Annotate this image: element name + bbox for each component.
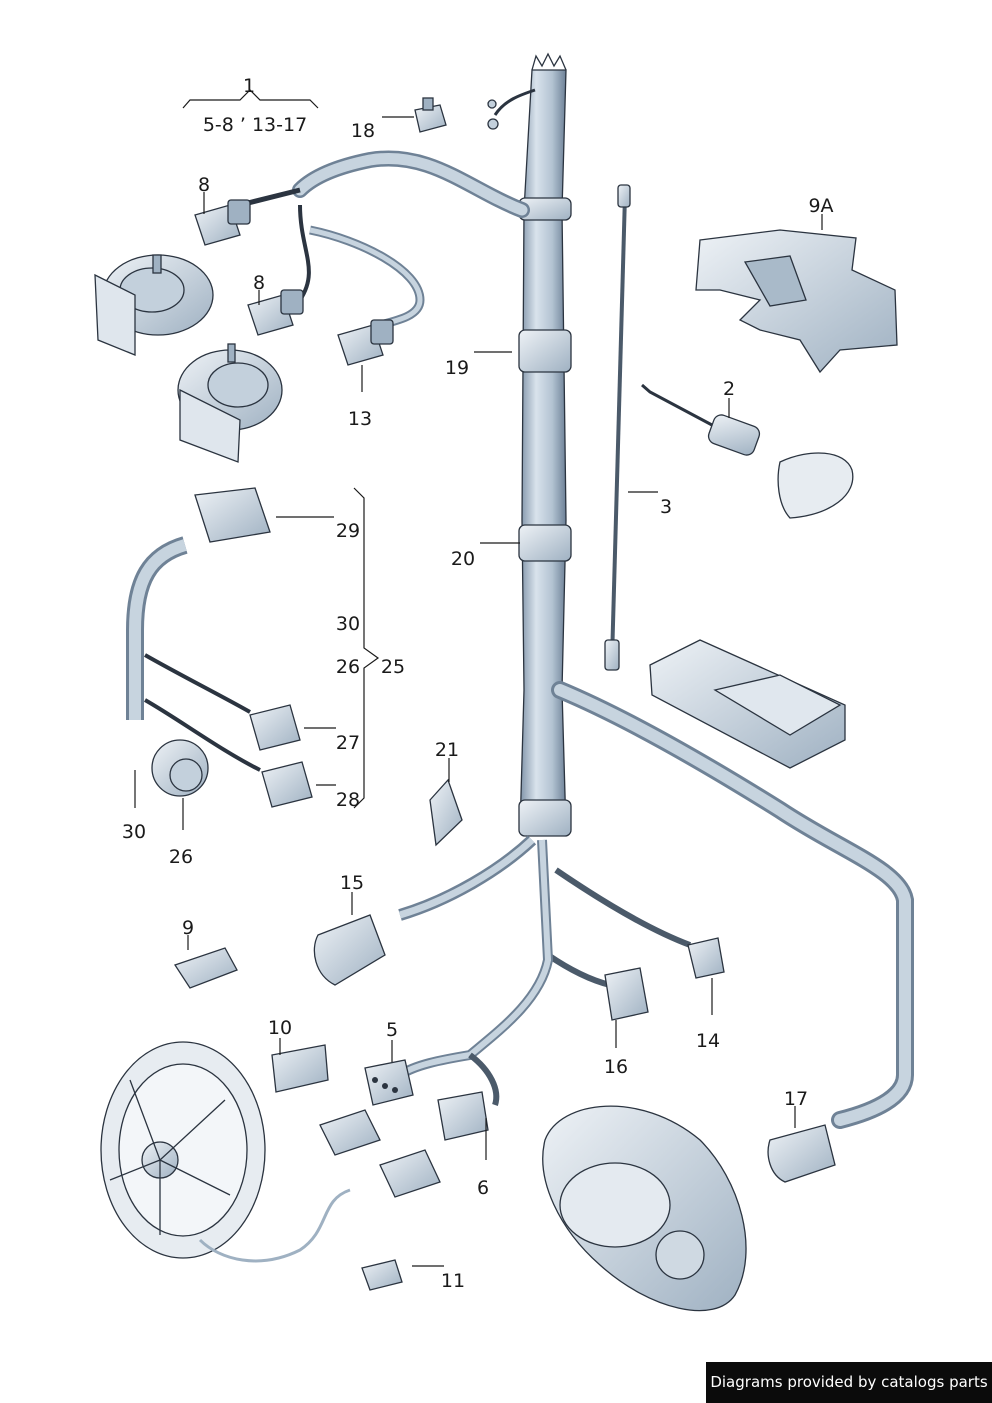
clip-9 <box>173 947 238 989</box>
bracket-9a <box>695 229 898 374</box>
label-30-upper: 30 <box>336 613 360 635</box>
radiator-fan <box>100 1041 351 1263</box>
fan-plug-upper <box>319 1109 381 1156</box>
sensor-2 <box>641 383 761 456</box>
label-1: 1 <box>243 75 255 97</box>
connector-14 <box>687 937 725 979</box>
label-28: 28 <box>336 789 360 811</box>
label-27: 27 <box>336 732 360 754</box>
connector-8-upper <box>194 199 251 246</box>
label-18: 18 <box>351 120 375 142</box>
label-8-lower: 8 <box>253 272 265 294</box>
label-6: 6 <box>477 1177 489 1199</box>
label-20: 20 <box>451 548 475 570</box>
label-17: 17 <box>784 1088 808 1110</box>
label-30-lower: 30 <box>122 821 146 843</box>
label-10: 10 <box>268 1017 292 1039</box>
connector-15 <box>313 914 386 986</box>
clip-18 <box>414 97 447 133</box>
label-1-range: 5-8 ’ 13-17 <box>203 114 307 136</box>
label-8-upper: 8 <box>198 174 210 196</box>
adapter-harness-25 <box>126 487 313 808</box>
bracket-10 <box>271 1044 329 1093</box>
label-14: 14 <box>696 1030 720 1052</box>
label-11: 11 <box>441 1270 465 1292</box>
connector-5 <box>364 1059 414 1106</box>
label-2: 2 <box>723 378 735 400</box>
part-labels: 1 5-8 ’ 13-17 8 8 13 18 19 20 3 2 9A 29 … <box>122 75 834 1292</box>
fuse-box <box>649 639 846 769</box>
lower-branches <box>397 835 692 1106</box>
label-16: 16 <box>604 1056 628 1078</box>
label-29: 29 <box>336 520 360 542</box>
clip-21 <box>429 778 463 847</box>
connector-16 <box>604 967 649 1021</box>
headlight <box>542 1105 747 1312</box>
connector-13 <box>337 319 394 366</box>
connector-8-lower <box>247 289 304 336</box>
attribution-banner: Diagrams provided by catalogs parts <box>706 1362 992 1403</box>
label-13: 13 <box>348 408 372 430</box>
leader-lines <box>134 89 823 1267</box>
horn-upper <box>94 254 214 356</box>
horn-lower <box>177 343 283 463</box>
main-harness <box>518 52 572 837</box>
upper-left-branch <box>239 150 530 330</box>
ground-lug-top <box>487 88 536 130</box>
ground-cable-3 <box>604 184 631 671</box>
connector-6 <box>437 1091 489 1141</box>
connector-17 <box>767 1124 836 1183</box>
clip-11 <box>361 1259 403 1291</box>
label-9: 9 <box>182 917 194 939</box>
label-19: 19 <box>445 357 469 379</box>
label-3: 3 <box>660 496 672 518</box>
label-15: 15 <box>340 872 364 894</box>
right-harness-to-17 <box>551 681 914 1129</box>
label-5: 5 <box>386 1019 398 1041</box>
label-26-lower: 26 <box>169 846 193 868</box>
label-26-upper: 26 <box>336 656 360 678</box>
side-marker-lamp <box>777 452 854 519</box>
label-9a: 9A <box>808 195 833 217</box>
label-25: 25 <box>381 656 405 678</box>
label-21: 21 <box>435 739 459 761</box>
fan-plug-lower <box>379 1149 441 1198</box>
